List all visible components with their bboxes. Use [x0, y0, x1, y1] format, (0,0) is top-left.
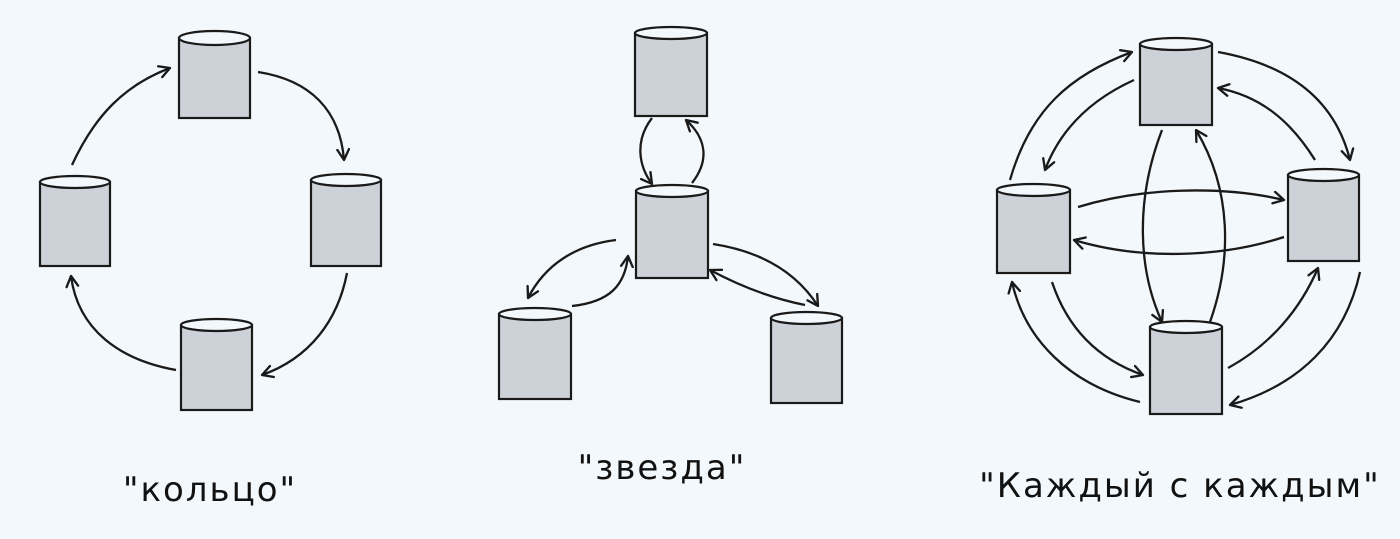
star-node-right: [769, 310, 844, 405]
caption-star: "звезда": [577, 448, 747, 488]
star-arrow-center-to-left: [526, 238, 617, 300]
ring-node-top: [177, 29, 252, 120]
star-arrow-center-to-right: [712, 242, 820, 308]
mesh-topology: [995, 36, 1362, 416]
ring-arrow-top-to-right: [257, 70, 351, 162]
mesh-arrow-bottom-to-right-inner: [1227, 266, 1321, 370]
mesh-node-right: [1286, 167, 1361, 263]
star-node-top: [633, 25, 709, 118]
ring-node-right: [309, 172, 383, 268]
ring-arrow-left-to-top: [70, 65, 172, 166]
mesh-arrow-right-to-left: [1072, 235, 1285, 256]
ring-node-bottom: [179, 317, 254, 412]
mesh-arrow-bottom-to-left-outer: [1007, 280, 1141, 404]
star-arrow-top-to-center: [639, 117, 654, 186]
mesh-arrow-right-to-top-inner: [1216, 83, 1316, 161]
mesh-arrow-top-to-right-outer: [1217, 50, 1355, 162]
mesh-arrow-left-to-bottom-inner: [1050, 281, 1145, 379]
mesh-node-left: [995, 182, 1072, 275]
star-arrow-left-to-center: [571, 254, 634, 308]
star-node-left: [497, 306, 573, 401]
ring-topology: [38, 29, 383, 412]
mesh-arrow-right-to-bottom-outer: [1228, 271, 1362, 409]
ring-node-left: [38, 174, 112, 268]
caption-mesh: "Каждый с каждым": [979, 466, 1381, 506]
ring-arrow-bottom-to-left: [65, 274, 177, 372]
caption-ring: "кольцо": [122, 470, 298, 510]
star-topology: [497, 25, 844, 405]
mesh-node-bottom: [1148, 319, 1224, 416]
star-arrow-center-to-top: [684, 118, 705, 184]
mesh-arrow-left-to-top-outer: [1008, 49, 1134, 181]
mesh-arrow-bottom-to-top: [1194, 128, 1227, 323]
star-arrow-right-to-center: [708, 268, 806, 307]
mesh-node-top: [1138, 36, 1214, 127]
mesh-arrow-left-to-right: [1077, 189, 1286, 209]
mesh-arrow-top-to-left-inner: [1042, 78, 1135, 172]
star-node-center: [634, 183, 710, 280]
mesh-arrow-top-to-bottom: [1141, 129, 1165, 324]
ring-arrow-right-to-bottom: [260, 272, 349, 379]
